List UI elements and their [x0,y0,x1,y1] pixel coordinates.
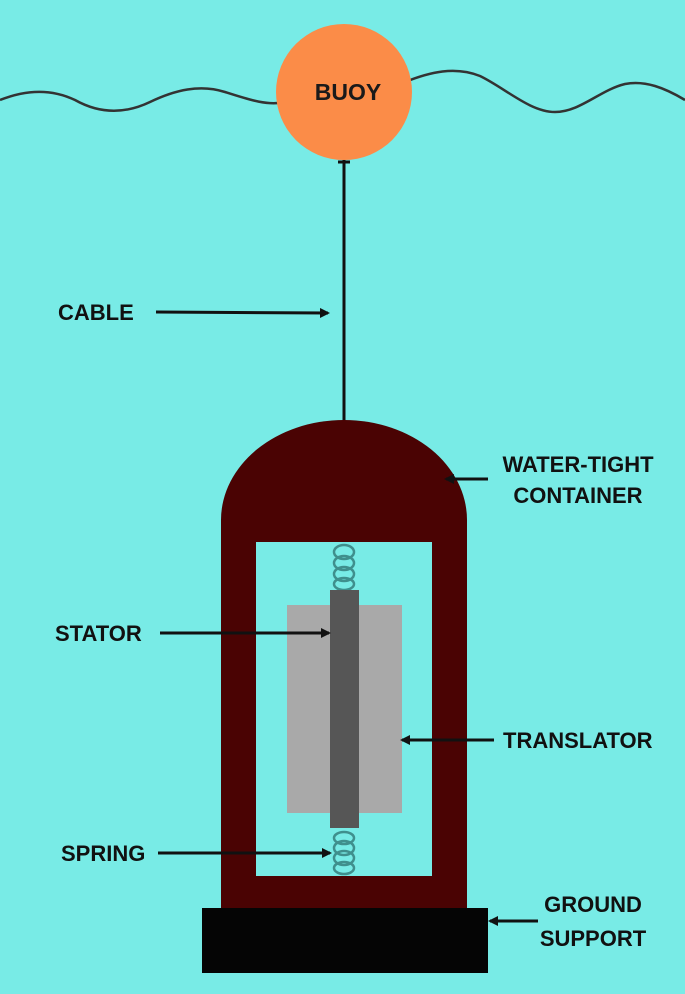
container-label-line2: CONTAINER [513,483,642,508]
translator-label: TRANSLATOR [503,728,653,753]
spring-label: SPRING [61,841,145,866]
container-label-line1: WATER-TIGHT [502,452,654,477]
ground-label-line2: SUPPORT [540,926,647,951]
cable-arrow [155,307,330,318]
buoy-label: BUOY [315,79,381,105]
bottom-spring [332,830,356,876]
buoy [276,24,412,160]
container-base [221,876,467,908]
cable-label: CABLE [58,300,134,325]
container-dome [221,420,467,542]
stator-label: STATOR [55,621,142,646]
container-left-wall [221,542,256,908]
container-right-wall [432,542,467,908]
sea-surface-wave [0,69,685,114]
stator [330,590,359,828]
top-spring [332,543,356,592]
ground-support [202,908,488,973]
ground-label-line1: GROUND [544,892,642,917]
